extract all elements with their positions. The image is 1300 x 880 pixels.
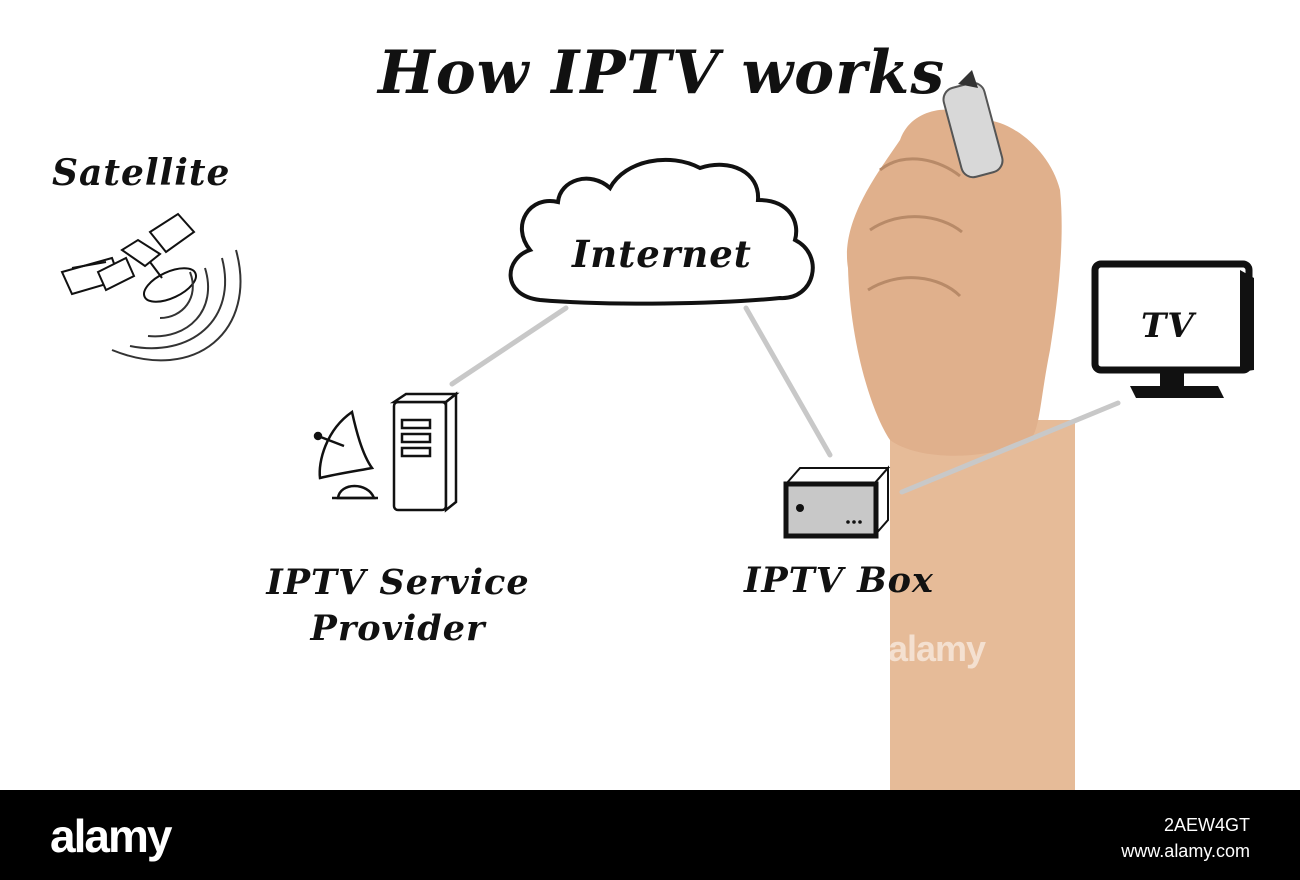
server-dish-icon — [313, 391, 460, 513]
watermark: alamy — [888, 628, 986, 669]
diagram-title: How IPTV works — [378, 38, 946, 108]
label-service-provider: IPTV Service Provider — [266, 562, 530, 649]
footer-image-info: 2AEW4GT www.alamy.com — [1121, 812, 1250, 864]
connector-box-tv — [899, 400, 1121, 495]
iptv-box-icon — [783, 465, 891, 539]
diagram-canvas: How IPTV works Satellite Internet TV IPT… — [52, 38, 1254, 790]
connector-internet-box — [743, 305, 833, 458]
label-iptv-box: IPTV Box — [744, 560, 934, 601]
hand-illustration — [846, 70, 1075, 790]
tv-icon — [1091, 260, 1254, 398]
image-id: 2AEW4GT — [1163, 815, 1250, 835]
connector-internet-provider — [449, 305, 569, 387]
label-internet: Internet — [572, 232, 752, 276]
satellite-icon — [60, 212, 242, 362]
label-tv: TV — [1141, 306, 1195, 346]
cloud-icon — [508, 157, 815, 306]
diagram-graphics — [60, 70, 1254, 790]
footer-bar: alamy 2AEW4GT www.alamy.com — [0, 790, 1300, 880]
label-satellite: Satellite — [52, 152, 231, 194]
source-url: www.alamy.com — [1121, 841, 1250, 861]
footer-logo: alamy — [50, 810, 172, 862]
